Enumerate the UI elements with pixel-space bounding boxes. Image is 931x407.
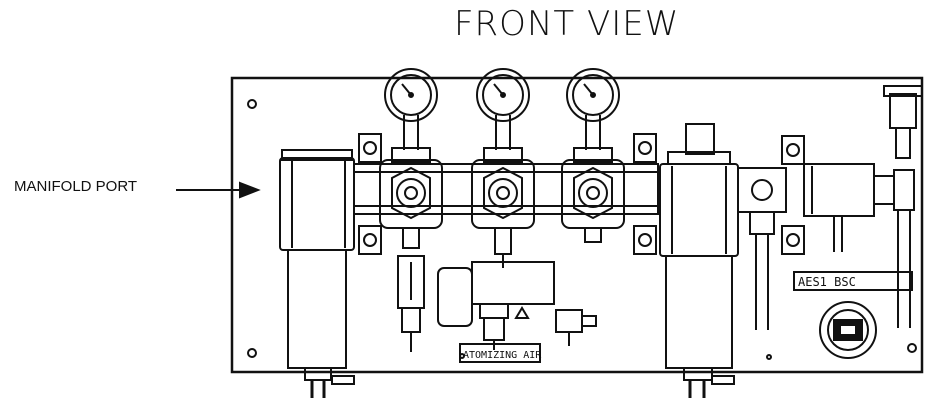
mounting-hole-icon [766,354,772,360]
atomizing-air-label: ATOMIZING AIR [463,350,542,361]
unit-tag-plate [793,271,913,291]
regulator-3 [561,115,625,243]
right-filter [659,123,739,398]
sight-tube [397,255,425,352]
atomizing-air-tag [459,343,541,363]
manifold-port-label: MANIFOLD PORT [14,178,138,195]
mounting-hole-icon [907,343,917,353]
arrow-right-icon [239,181,261,199]
regulator-1 [379,115,443,249]
mounting-brackets [358,133,805,255]
atomizing-valve [437,261,597,350]
unit-tag-label: AES1 BSC [798,275,856,289]
pressure-gauge-icon [384,68,438,122]
mounting-hole-icon [247,99,257,109]
logo-badge [819,301,877,359]
page-title: FRONT VIEW [454,4,680,44]
mounting-hole-icon [247,348,257,358]
regulator-2 [471,115,535,268]
pressure-gauge-icon [566,68,620,122]
pressure-gauge-icon [476,68,530,122]
back-panel [230,76,924,374]
left-filter [279,149,355,398]
right-manifold [737,85,923,330]
